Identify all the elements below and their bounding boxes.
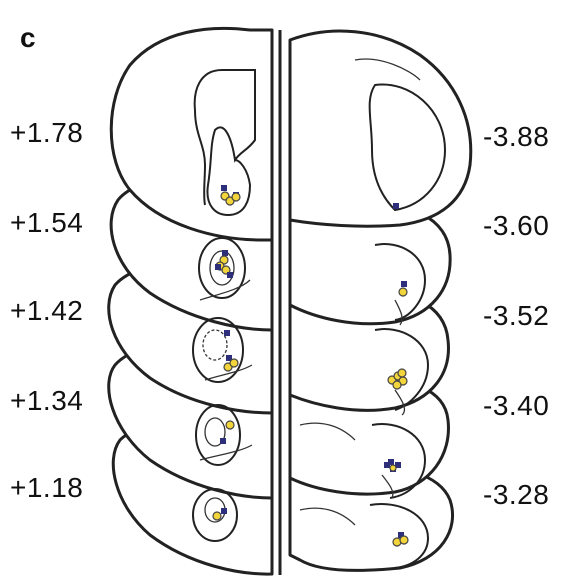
blue-marker: [227, 272, 233, 278]
blue-marker: [388, 459, 394, 465]
blue-marker: [224, 330, 230, 336]
right-section-1: [288, 29, 473, 228]
blue-marker: [401, 281, 407, 287]
yellow-marker: [229, 358, 239, 368]
blue-marker: [221, 185, 227, 191]
inner-curve: [299, 507, 356, 526]
yellow-marker: [212, 511, 222, 521]
blue-marker: [384, 462, 390, 468]
blue-marker: [222, 250, 228, 256]
right-coordinate-label: -3.40: [483, 390, 550, 421]
striatum-outline: [195, 404, 241, 466]
left-coordinate-label: +1.18: [10, 472, 84, 503]
left-section-1: [109, 26, 274, 242]
left-sections: [107, 26, 274, 576]
blue-marker: [398, 532, 404, 538]
commissure-line: [199, 279, 251, 301]
blue-marker: [220, 438, 226, 444]
panel-label: c: [20, 22, 36, 53]
left-coordinate-label: +1.54: [10, 207, 84, 238]
hippocampus-outline: [369, 503, 430, 569]
hippocampus-outline: [368, 83, 447, 212]
yellow-marker: [399, 535, 409, 545]
striatum-outline: [198, 237, 246, 299]
striatum-outline: [192, 317, 244, 383]
inner-curve: [394, 389, 406, 416]
right-coordinate-label: -3.52: [483, 300, 550, 331]
inner-curve: [381, 474, 394, 499]
left-coordinate-label: +1.42: [10, 295, 84, 326]
yellow-marker: [397, 368, 407, 378]
blue-marker: [215, 264, 221, 270]
blue-marker: [221, 508, 227, 514]
yellow-marker: [389, 464, 397, 472]
blue-marker: [226, 355, 232, 361]
hippocampus-outline: [371, 423, 427, 499]
left-coordinate-label: +1.34: [10, 385, 84, 416]
striatum-outline: [192, 488, 238, 542]
striatum-inner: [204, 417, 226, 447]
left-coordinate-label: +1.78: [10, 117, 84, 148]
injection-markers: [212, 185, 409, 547]
hippocampus-outline: [374, 243, 427, 321]
right-sections: [288, 29, 473, 572]
ventricle-outline: [193, 69, 256, 217]
ventricle-lower: [194, 109, 207, 206]
inner-curve: [299, 422, 356, 441]
right-coordinate-label: -3.28: [483, 479, 550, 510]
inner-curve: [394, 299, 403, 326]
inner-curve: [354, 58, 421, 81]
yellow-marker: [225, 420, 235, 430]
right-coordinate-label: -3.88: [483, 121, 550, 152]
blue-marker: [395, 462, 401, 468]
hippocampus-outline: [374, 328, 430, 411]
commissure-line: [204, 364, 253, 381]
commissure-line: [199, 444, 253, 461]
yellow-marker: [392, 380, 402, 390]
striatum-inner: [202, 329, 228, 361]
blue-marker: [393, 203, 399, 209]
yellow-marker: [398, 287, 408, 297]
yellow-marker: [231, 192, 241, 202]
right-coordinate-label: -3.60: [483, 210, 550, 241]
